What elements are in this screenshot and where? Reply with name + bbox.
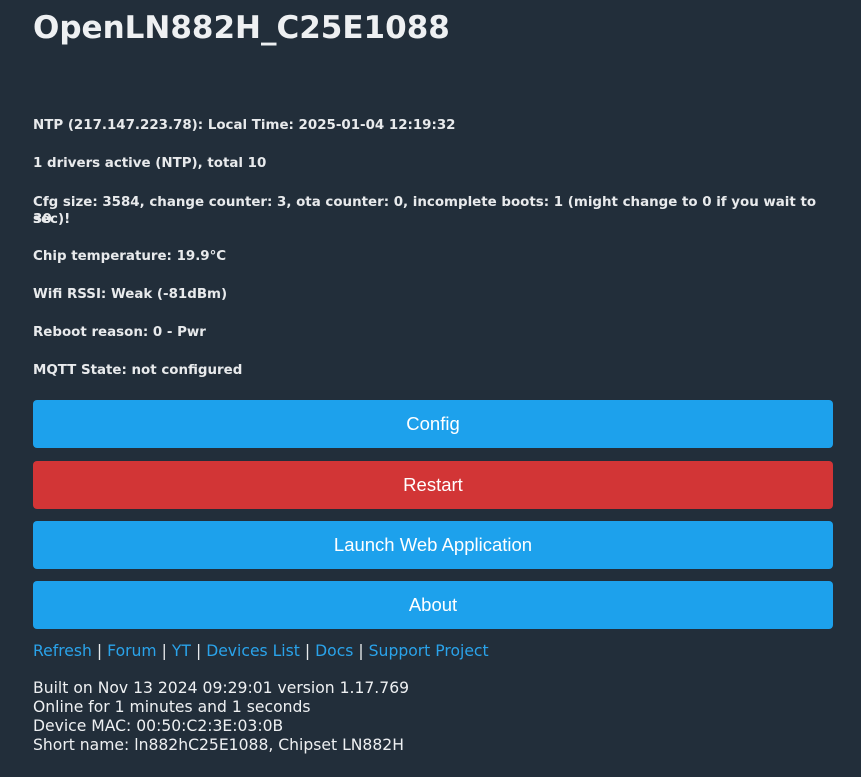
docs-link[interactable]: Docs [315,642,354,660]
link-separator: | [161,642,167,660]
build-info: Built on Nov 13 2024 09:29:01 version 1.… [33,679,409,755]
restart-button[interactable]: Restart [33,461,833,509]
chip-temperature: Chip temperature: 19.9°C [33,249,227,264]
config-button[interactable]: Config [33,400,833,448]
uptime-text: Online for 1 minutes and 1 seconds [33,698,311,716]
link-separator: | [195,642,202,660]
devices-list-link[interactable]: Devices List [206,642,300,660]
link-separator: | [358,642,364,660]
cfg-status-line2: sec)! [33,212,71,227]
footer-links: Refresh|Forum|YT|Devices List|Docs|Suppo… [33,640,489,662]
link-separator: | [96,642,103,660]
mqtt-state: MQTT State: not configured [33,363,243,378]
about-button[interactable]: About [33,581,833,629]
refresh-link[interactable]: Refresh [33,642,92,660]
wifi-rssi: Wifi RSSI: Weak (-81dBm) [33,287,228,302]
drivers-status: 1 drivers active (NTP), total 10 [33,156,267,171]
page-title: OpenLN882H_C25E1088 [33,10,450,46]
short-name-text: Short name: ln882hC25E1088, Chipset LN88… [33,736,404,754]
launch-web-app-button[interactable]: Launch Web Application [33,521,833,569]
reboot-reason: Reboot reason: 0 - Pwr [33,325,206,340]
support-project-link[interactable]: Support Project [368,642,489,660]
yt-link[interactable]: YT [171,642,191,660]
forum-link[interactable]: Forum [107,642,157,660]
link-separator: | [304,642,311,660]
built-on-text: Built on Nov 13 2024 09:29:01 version 1.… [33,679,410,697]
cfg-status-line1: Cfg size: 3584, change counter: 3, ota c… [33,195,817,227]
ntp-status: NTP (217.147.223.78): Local Time: 2025-0… [33,118,456,133]
device-mac-text: Device MAC: 00:50:C2:3E:03:0B [33,717,284,735]
